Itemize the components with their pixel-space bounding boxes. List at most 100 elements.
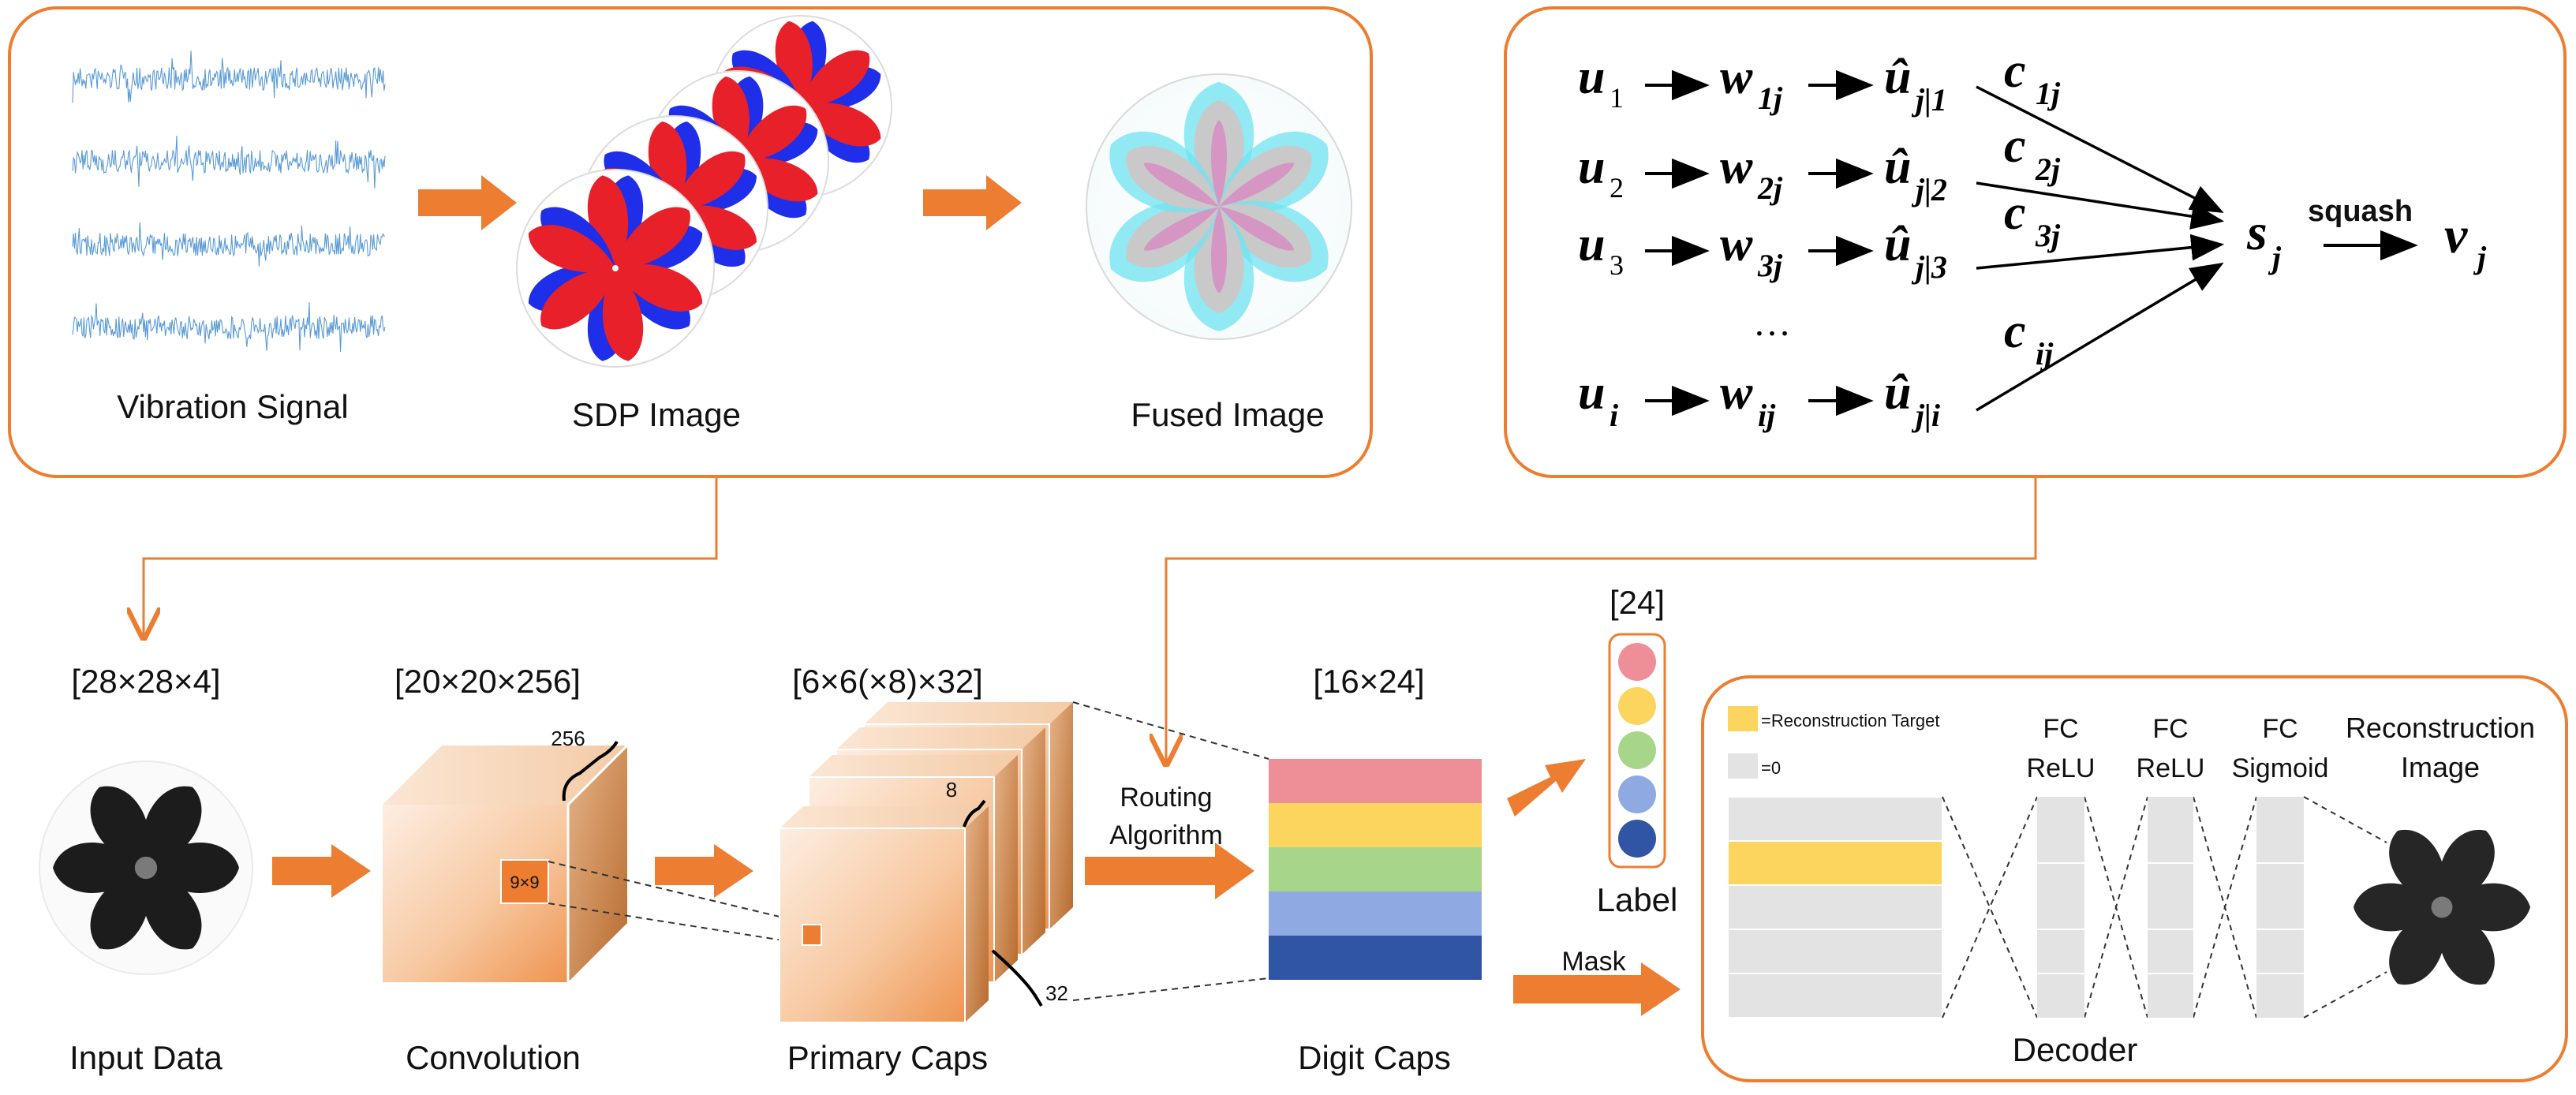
decoder-connections bbox=[1942, 796, 2387, 1018]
c-symbol: c bbox=[2004, 119, 2026, 173]
recon-line2: Image bbox=[2401, 751, 2480, 783]
grayscale-petal bbox=[90, 786, 150, 868]
legend-zero-text: =0 bbox=[1761, 758, 1781, 778]
sdp-petal-red bbox=[675, 151, 746, 210]
signal-trace bbox=[71, 49, 387, 109]
digit-capsule-row bbox=[1269, 759, 1482, 803]
grayscale-petal bbox=[2438, 829, 2495, 907]
fc-layer bbox=[2256, 797, 2304, 1018]
decoder-title: Decoder bbox=[2013, 1031, 2138, 1068]
sdp-petal-red bbox=[801, 50, 870, 107]
w-symbol: w bbox=[1720, 50, 1753, 104]
uhat-symbol: û bbox=[1884, 366, 1911, 420]
conv-kernel-patch bbox=[500, 859, 549, 904]
reconstruction-image bbox=[2354, 829, 2530, 985]
grayscale-petal bbox=[142, 786, 202, 868]
arrow-routing bbox=[1085, 843, 1254, 899]
u-symbol: u bbox=[1578, 50, 1605, 104]
w-subscript: 2j bbox=[1757, 170, 1783, 206]
sdp-center bbox=[612, 265, 619, 271]
label-dot bbox=[1618, 820, 1656, 858]
grayscale-petal bbox=[2389, 829, 2446, 907]
conv-dims: [20×20×256] bbox=[394, 663, 581, 700]
signal-trace bbox=[71, 132, 387, 192]
primary-caps-stack: 8 32 bbox=[779, 701, 1269, 1023]
primary-count-label: 32 bbox=[1045, 981, 1068, 1005]
label-dot bbox=[1618, 687, 1656, 725]
signal-line bbox=[72, 302, 386, 353]
c-subscript: 3j bbox=[2035, 218, 2061, 253]
digit-capsule-row bbox=[1269, 803, 1482, 847]
grayscale-petal bbox=[90, 868, 150, 950]
w-symbol: w bbox=[1720, 140, 1753, 194]
arrow-sdp-to-fused bbox=[923, 175, 1022, 230]
uhat-symbol: û bbox=[1884, 218, 1911, 271]
uhat-symbol: û bbox=[1884, 140, 1911, 194]
conv-depth-label: 256 bbox=[551, 727, 585, 750]
routing-panel bbox=[1504, 6, 2567, 478]
label-dot bbox=[1618, 643, 1656, 681]
sdp-petal-red bbox=[528, 225, 615, 273]
sdp-petal-red bbox=[602, 268, 644, 361]
legend-target-text: =Reconstruction Target bbox=[1761, 711, 1939, 731]
sdp-petal-red bbox=[540, 267, 615, 330]
u-subscript: 1 bbox=[1610, 82, 1624, 114]
arrow-input-to-conv bbox=[272, 844, 371, 898]
capsule-dim-brace bbox=[963, 799, 986, 828]
v-symbol: v bbox=[2444, 207, 2468, 264]
w-subscript: 3j bbox=[1757, 248, 1783, 283]
c-subscript: ij bbox=[2036, 336, 2054, 372]
arrow-digit-to-label bbox=[1507, 759, 1586, 817]
uhat-subscript: j|1 bbox=[1911, 82, 1947, 118]
arrow-conv-to-primary bbox=[655, 844, 753, 898]
fc3-line2: Sigmoid bbox=[2232, 753, 2329, 783]
digit-caps-block bbox=[1269, 759, 1482, 980]
fused-petal-magenta bbox=[1219, 207, 1295, 251]
convolution-label: Convolution bbox=[406, 1039, 581, 1076]
digit-capsule-row bbox=[1269, 891, 1482, 936]
sdp-image-stack bbox=[516, 15, 892, 368]
capsule-count-brace bbox=[991, 949, 1043, 1007]
w-subscript: ij bbox=[1758, 398, 1776, 433]
label-dot bbox=[1618, 731, 1656, 769]
routing-line2: Algorithm bbox=[1109, 820, 1223, 850]
arrow-mask bbox=[1513, 962, 1681, 1016]
masked-capsule-matrix bbox=[1727, 796, 1943, 1018]
sdp-petal-red bbox=[801, 103, 881, 147]
fc3-line1: FC bbox=[2262, 714, 2297, 744]
uhat-symbol: û bbox=[1884, 50, 1911, 104]
u-subscript: i bbox=[1610, 398, 1618, 433]
label-caption: Label bbox=[1597, 881, 1678, 918]
vibration-signal-label: Vibration Signal bbox=[117, 388, 348, 425]
legend-target-swatch bbox=[1728, 706, 1758, 731]
arrow-signal-to-sdp bbox=[418, 175, 517, 230]
recon-line1: Reconstruction bbox=[2346, 712, 2535, 744]
fused-petal-magenta bbox=[1211, 120, 1227, 207]
signal-trace bbox=[71, 297, 387, 357]
sdp-image-label: SDP Image bbox=[572, 396, 741, 433]
grayscale-center bbox=[2431, 896, 2453, 918]
routing-equations: u 1 w 1j û j|1 u 2 w 2j û j|2 u 3 w 3j û… bbox=[1578, 44, 2487, 433]
sdp-petal-red bbox=[615, 207, 690, 269]
u-symbol: u bbox=[1578, 140, 1605, 194]
v-subscript: j bbox=[2473, 240, 2487, 275]
uhat-subscript: j|2 bbox=[1911, 172, 1947, 207]
fc1-line2: ReLU bbox=[2027, 753, 2096, 783]
primary-capsule-patch bbox=[802, 924, 822, 946]
legend-zero-swatch bbox=[1728, 753, 1758, 779]
c-subscript: 1j bbox=[2036, 76, 2061, 111]
mask-label: Mask bbox=[1561, 947, 1626, 977]
primary-dims: [6×6(×8)×32] bbox=[792, 663, 983, 700]
fused-petal-magenta bbox=[1143, 207, 1219, 251]
w-symbol: w bbox=[1720, 218, 1753, 271]
fc2-line1: FC bbox=[2152, 714, 2188, 744]
label-dots bbox=[1618, 643, 1656, 858]
connector-preprocessing-to-input bbox=[144, 478, 718, 637]
c-subscript: 2j bbox=[2035, 151, 2061, 187]
primary-capsule-block bbox=[779, 806, 989, 1023]
grayscale-petal bbox=[2438, 907, 2495, 985]
c-symbol: c bbox=[2004, 44, 2026, 98]
fc1-line1: FC bbox=[2043, 714, 2078, 744]
signal-trace bbox=[71, 215, 387, 275]
